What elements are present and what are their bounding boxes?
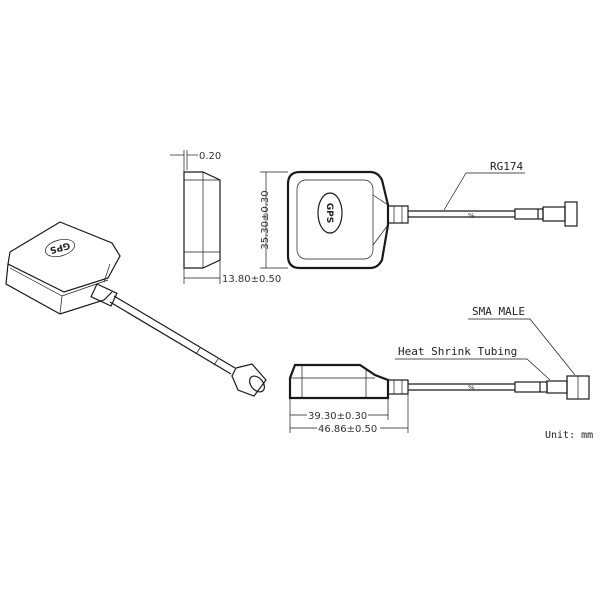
top-heat-shrink <box>514 208 544 220</box>
side-view: 0.20 13.80±0.50 <box>170 150 281 285</box>
front-view: % 39.30±0.30 46.86±0.50 Heat Shrink Tubi… <box>288 305 593 441</box>
svg-text:%: % <box>468 212 475 220</box>
svg-text:%: % <box>468 384 475 392</box>
dim-overall-length: 46.86±0.50 <box>318 424 377 435</box>
dim-body-length: 39.30±0.30 <box>308 411 367 422</box>
top-connector <box>387 205 409 224</box>
dim-top-clearance: 0.20 <box>199 151 221 162</box>
label-heat-shrink: Heat Shrink Tubing <box>398 345 517 358</box>
iso-gps-logo <box>45 239 75 257</box>
front-heat-shrink <box>514 381 548 393</box>
iso-connector <box>90 283 118 307</box>
label-rg174: RG174 <box>490 160 523 173</box>
label-sma-male: SMA MALE <box>472 305 525 318</box>
dim-width: 35.30±0.30 <box>260 190 271 249</box>
isometric-view: GPS <box>5 221 267 397</box>
top-sma <box>564 201 578 227</box>
iso-sma <box>231 363 267 397</box>
gps-logo <box>317 192 343 234</box>
front-connector <box>387 379 409 395</box>
gps-logo-text: GPS <box>324 203 334 223</box>
dim-thickness: 13.80±0.50 <box>222 274 281 285</box>
top-view: GPS % 35.30±0.30 RG174 <box>260 160 578 270</box>
iso-gps-text: GPS <box>49 240 71 255</box>
iso-top-face <box>7 221 121 293</box>
unit-note: Unit: mm <box>545 430 593 441</box>
